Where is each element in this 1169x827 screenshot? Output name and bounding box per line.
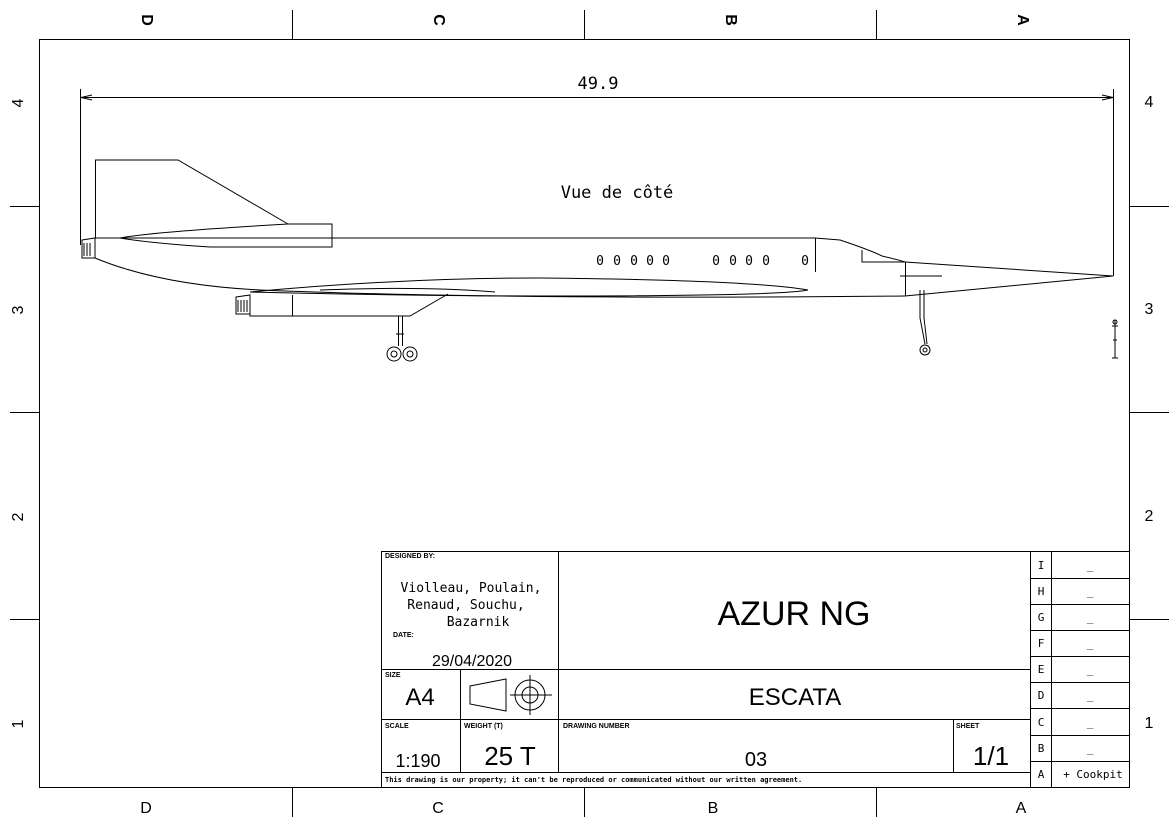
designed-by-label: DESIGNED BY:	[385, 553, 435, 560]
revision-entry: _	[1087, 637, 1094, 650]
grid-col-top-b: B	[722, 14, 739, 26]
window: 0	[801, 254, 809, 269]
revision-letter: F	[1038, 637, 1045, 650]
window: 0	[745, 254, 753, 269]
grid-row-left-2: 2	[10, 512, 27, 521]
window: 0	[646, 254, 654, 269]
window: 0	[662, 254, 670, 269]
drawing-border	[39, 39, 1130, 788]
dimension-value: 49.9	[578, 74, 619, 94]
grid-col-top-a: A	[1014, 14, 1031, 26]
drawing-number-label: DRAWING NUMBER	[563, 723, 630, 730]
grid-row-left-3: 3	[10, 305, 27, 314]
grid-col-bottom-c: C	[432, 800, 444, 817]
aircraft-side-view	[81, 159, 1118, 362]
designers-line-1: Violleau, Poulain,	[401, 581, 542, 596]
third-angle-projection-icon	[469, 675, 552, 715]
window: 0	[762, 254, 770, 269]
grid-col-bottom-d: D	[140, 800, 152, 817]
drawing-subtitle: ESCATA	[749, 684, 841, 711]
grid-col-bottom-b: B	[708, 800, 719, 817]
revision-entry: _	[1087, 611, 1094, 624]
right-grid-ticks	[1130, 206, 1169, 620]
revision-letter: D	[1038, 689, 1045, 702]
grid-row-right-3: 3	[1145, 301, 1154, 318]
designers-line-3: Bazarnik	[447, 615, 510, 630]
scale-label: SCALE	[385, 723, 409, 730]
size-value: A4	[405, 684, 434, 711]
revision-letter: H	[1038, 585, 1045, 598]
revision-letter: E	[1038, 663, 1045, 676]
drawing-number-value: 03	[745, 749, 767, 771]
grid-row-left-4: 4	[10, 98, 27, 107]
revision-letter: G	[1038, 611, 1045, 624]
revision-entry: _	[1087, 663, 1094, 676]
grid-row-right-2: 2	[1145, 508, 1154, 525]
grid-col-top-d: D	[138, 14, 155, 26]
designers-line-2: Renaud, Souchu,	[407, 598, 524, 613]
window: 0	[729, 254, 737, 269]
revision-letter: C	[1038, 716, 1045, 729]
revision-entry: _	[1087, 585, 1094, 598]
property-footer: This drawing is our property; it can't b…	[385, 776, 802, 784]
revision-entry: _	[1087, 559, 1094, 572]
window: 0	[596, 254, 604, 269]
revision-entry: + Cookpit	[1063, 768, 1123, 781]
grid-col-bottom-a: A	[1016, 800, 1027, 817]
revision-letter: B	[1038, 742, 1045, 755]
grid-row-right-4: 4	[1145, 94, 1154, 111]
window: 0	[630, 254, 638, 269]
scale-value: 1:190	[395, 751, 440, 771]
date-label: DATE:	[393, 632, 414, 639]
overall-length-dimension	[80, 89, 1114, 276]
bottom-grid-ticks	[292, 788, 877, 817]
revision-entry: _	[1087, 742, 1094, 755]
size-label: SIZE	[385, 672, 401, 679]
revision-entry: _	[1087, 716, 1094, 729]
revision-letter: A	[1038, 768, 1045, 781]
grid-col-top-c: C	[430, 14, 447, 26]
top-grid-ticks	[292, 10, 877, 39]
title-block	[381, 551, 1130, 788]
grid-row-right-1: 1	[1145, 715, 1154, 732]
weight-value: 25 T	[484, 741, 536, 771]
date-value: 29/04/2020	[432, 653, 512, 670]
drawing-title: AZUR NG	[718, 595, 871, 633]
weight-label: WEIGHT (T)	[464, 723, 503, 730]
left-grid-ticks	[10, 206, 39, 620]
sheet-value: 1/1	[973, 741, 1009, 771]
sheet-label: SHEET	[956, 723, 980, 730]
revision-letter: I	[1038, 559, 1045, 572]
window: 0	[712, 254, 720, 269]
revision-entry: _	[1087, 689, 1094, 702]
window: 0	[613, 254, 621, 269]
view-title: Vue de côté	[561, 183, 674, 203]
grid-row-left-1: 1	[10, 719, 27, 728]
